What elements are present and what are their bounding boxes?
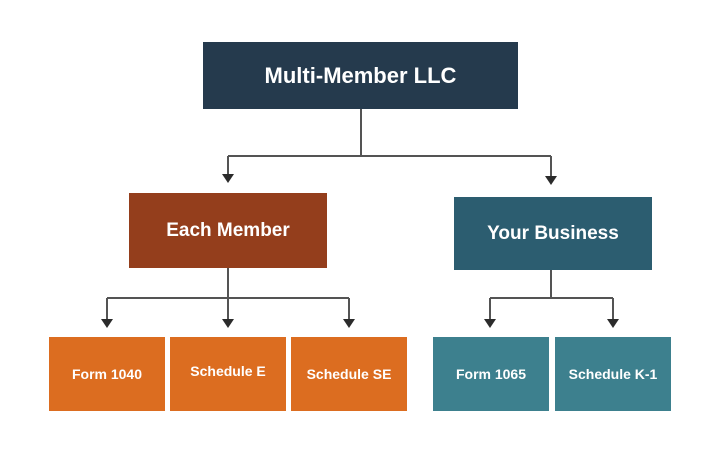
arrow-to-form-1040 (101, 319, 113, 328)
arrow-to-schedule-k1 (607, 319, 619, 328)
arrow-to-form-1065 (484, 319, 496, 328)
node-schedule-e: Schedule E (170, 337, 286, 411)
node-each-member: Each Member (129, 193, 327, 268)
arrow-to-schedule-e (222, 319, 234, 328)
node-schedule-se: Schedule SE (291, 337, 407, 411)
arrow-to-each-member (222, 174, 234, 183)
node-your-business: Your Business (454, 197, 652, 270)
node-form-1040: Form 1040 (49, 337, 165, 411)
arrow-to-your-business (545, 176, 557, 185)
arrow-to-schedule-se (343, 319, 355, 328)
node-schedule-k1: Schedule K-1 (555, 337, 671, 411)
node-multi-member-llc: Multi-Member LLC (203, 42, 518, 109)
node-form-1065: Form 1065 (433, 337, 549, 411)
